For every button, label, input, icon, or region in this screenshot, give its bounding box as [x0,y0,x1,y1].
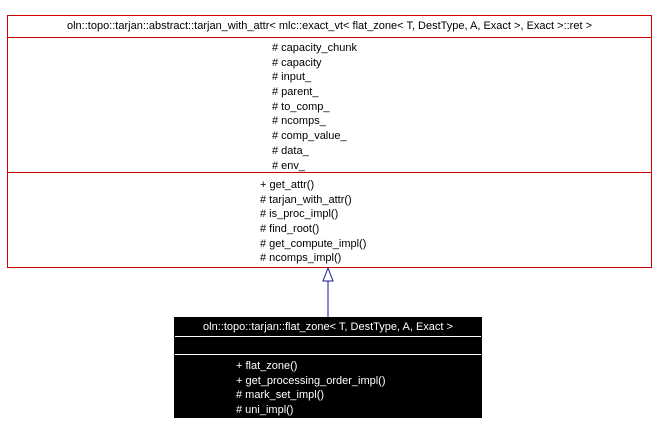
attribute-row: # env_ [272,159,306,172]
method-row: # tarjan_with_attr() [260,193,352,206]
attribute-row: # capacity [272,56,322,69]
child-class-title[interactable]: oln::topo::tarjan::flat_zone< T, DestTyp… [175,318,481,337]
method-row: + get_processing_order_impl() [236,374,386,387]
child-class-box[interactable]: oln::topo::tarjan::flat_zone< T, DestTyp… [174,317,482,418]
method-row: # find_root() [260,223,320,236]
attribute-row: # comp_value_ [272,130,347,143]
method-row: # get_compute_impl() [260,237,367,250]
method-row: # uni_impl() [236,404,294,417]
parent-class-attributes: # capacity_chunk # capacity # input_ # p… [8,38,651,173]
attribute-row: # to_comp_ [272,100,330,113]
attribute-row: # data_ [272,144,309,157]
method-row: # ncomps_impl() [260,252,342,265]
method-row: # is_proc_impl() [260,208,339,221]
parent-class-methods: + get_attr() # tarjan_with_attr() # is_p… [8,173,651,264]
attribute-row: # input_ [272,71,312,84]
attribute-row: # capacity_chunk [272,42,357,54]
attribute-row: # parent_ [272,86,319,99]
inheritance-arrowhead-icon [322,266,334,282]
attribute-row: # ncomps_ [272,115,326,128]
method-row: + get_attr() [260,179,315,191]
method-row: # mark_set_impl() [236,389,325,402]
parent-class-title[interactable]: oln::topo::tarjan::abstract::tarjan_with… [8,16,651,38]
child-class-attributes [175,337,481,355]
method-row: + flat_zone() [236,360,298,372]
parent-class-box[interactable]: oln::topo::tarjan::abstract::tarjan_with… [7,15,652,268]
